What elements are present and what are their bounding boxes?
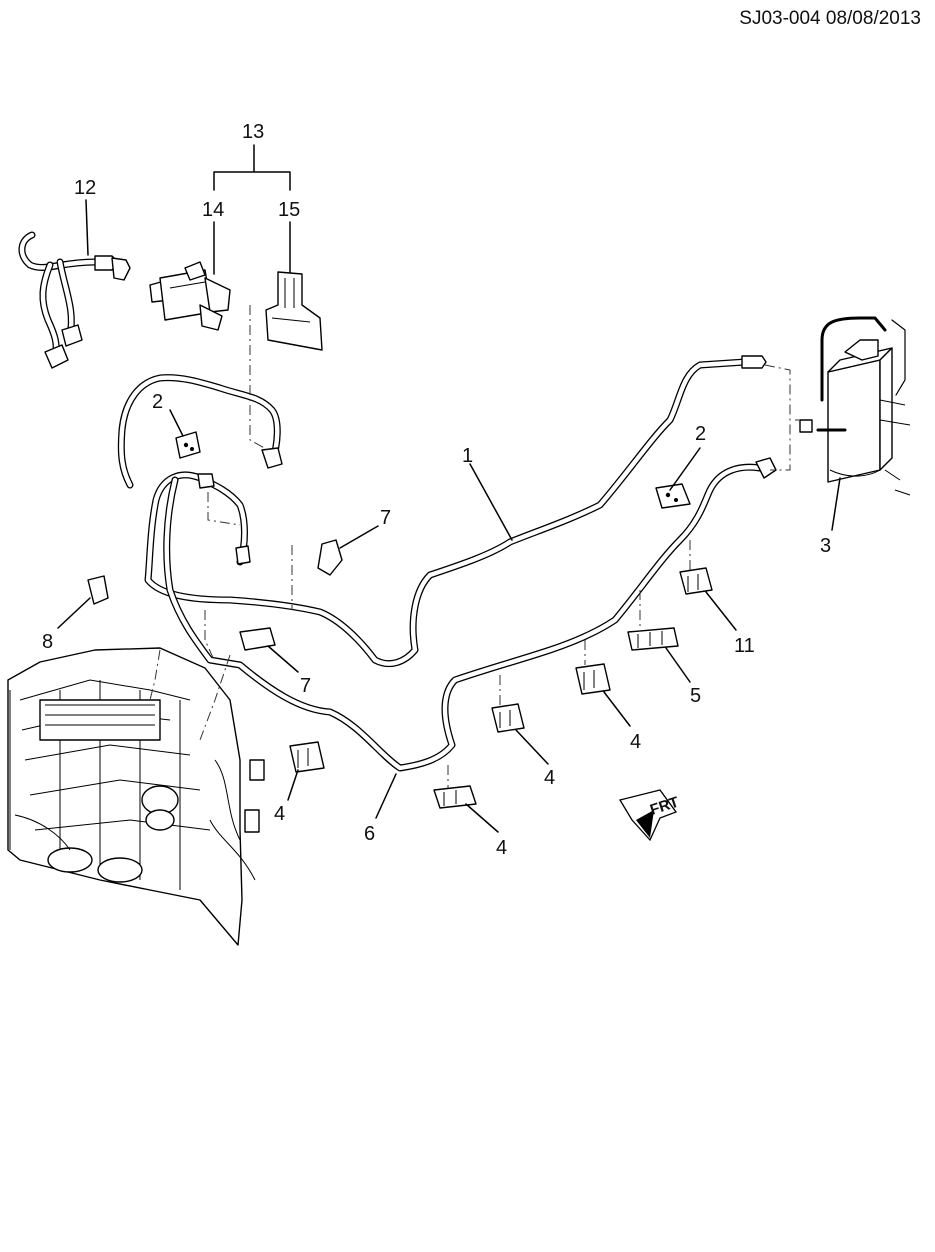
clip-item-4-b: [433, 785, 477, 809]
clip-item-11: [679, 567, 713, 595]
callout-6: 6: [364, 823, 375, 845]
callout-4-b: 4: [496, 837, 507, 859]
clip-item-2-left: [175, 431, 201, 459]
callout-11: 11: [734, 635, 755, 657]
callout-5: 5: [690, 685, 701, 707]
callout-leaders: [57, 144, 841, 833]
clip-item-2-right: [655, 483, 691, 509]
clip-item-4-d: [575, 663, 611, 695]
callout-15: 15: [278, 199, 300, 221]
callout-14: 14: [202, 199, 224, 221]
callout-13: 13: [242, 121, 264, 143]
reference-lines: [149, 305, 800, 790]
solenoid-bracket: [265, 271, 323, 351]
callout-7-upper: 7: [380, 507, 391, 529]
evap-canister: [799, 316, 911, 496]
callout-labels: 1 2 2 3 4 4 4 4 5 6 7 7 8 11 12 13 14 15: [42, 121, 831, 859]
callout-7-lower: 7: [300, 675, 311, 697]
clip-item-8: [87, 575, 109, 605]
callout-4-c: 4: [544, 767, 555, 789]
callout-12: 12: [74, 177, 96, 199]
clip-item-5: [627, 627, 679, 651]
callout-4-d: 4: [630, 731, 641, 753]
callout-3: 3: [820, 535, 831, 557]
callout-2-right: 2: [695, 423, 706, 445]
diagram-code: SJ03-004 08/08/2013: [739, 8, 921, 29]
clip-item-4-a: [289, 741, 325, 773]
clip-item-7-lower: [239, 627, 276, 651]
clip-item-4-c: [491, 703, 525, 733]
evap-tube-6: [163, 457, 777, 772]
callout-2-left: 2: [152, 391, 163, 413]
wiring-harness: [18, 231, 131, 369]
purge-solenoid: [149, 261, 231, 331]
callout-8: 8: [42, 631, 53, 653]
callout-1: 1: [462, 445, 473, 467]
evap-tube-1: [117, 355, 767, 668]
clip-item-7-upper: [317, 539, 343, 576]
callout-4-a: 4: [274, 803, 285, 825]
front-direction-arrow: FRT: [618, 789, 681, 842]
engine-assembly: [7, 647, 265, 946]
